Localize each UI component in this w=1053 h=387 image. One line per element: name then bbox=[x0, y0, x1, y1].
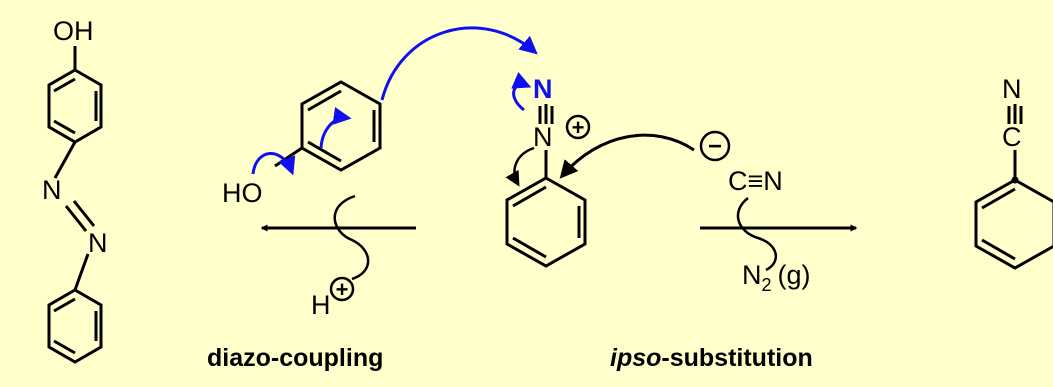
ipso-substitution-label: ipso-substitution bbox=[610, 344, 813, 372]
nitrogen-symbol: N bbox=[742, 260, 762, 290]
azo-n-top: N bbox=[42, 175, 62, 205]
azo-n-bottom: N bbox=[88, 228, 108, 258]
cyanide-attack-arrow bbox=[559, 133, 695, 179]
azo-bottom-ring bbox=[47, 288, 103, 364]
diazonium-n-terminal: N bbox=[533, 74, 553, 104]
cyanide-charge-sign: − bbox=[708, 133, 722, 160]
ipso-prefix: ipso bbox=[610, 344, 661, 372]
phenol-ho-label: HO bbox=[222, 178, 263, 208]
ipso-suffix: -substitution bbox=[661, 344, 812, 372]
ring-attack-arrow bbox=[380, 26, 538, 101]
benzonitrile-molecule bbox=[974, 104, 1053, 270]
nitrogen-state: (g) bbox=[778, 260, 811, 290]
proton-charge: + bbox=[329, 276, 355, 302]
diazo-coupling-label: diazo-coupling bbox=[207, 344, 383, 372]
azo-oh-label: OH bbox=[53, 16, 94, 46]
nitrogen-loss-curl bbox=[736, 197, 778, 272]
proton-symbol: H bbox=[311, 290, 331, 320]
proton-charge-sign: + bbox=[336, 277, 349, 302]
azo-dye-molecule bbox=[47, 46, 103, 364]
benzonitrile-ipso-dot bbox=[1011, 176, 1019, 184]
cyanide-formula: C≡N bbox=[728, 166, 783, 196]
benzonitrile-ring bbox=[974, 178, 1053, 270]
diazonium-molecule bbox=[505, 104, 587, 268]
bond-cleavage-arrow bbox=[505, 146, 535, 187]
benzonitrile-n: N bbox=[1002, 74, 1022, 104]
benzonitrile-c: C bbox=[1002, 122, 1022, 152]
phenol-ring bbox=[300, 80, 382, 172]
nitrogen-gas: N2 (g) bbox=[742, 260, 811, 295]
diazonium-n-central: N bbox=[533, 122, 553, 152]
azo-top-ring bbox=[47, 68, 103, 144]
diazonium-positive-charge: + bbox=[565, 114, 591, 140]
oxygen-push-arrow bbox=[251, 152, 296, 176]
cyanide-negative-charge: − bbox=[699, 130, 731, 162]
diazonium-ring bbox=[505, 176, 587, 268]
triple-bond-curl-arrow bbox=[511, 72, 532, 112]
ring-shift-arrow bbox=[319, 107, 352, 149]
diazonium-charge-sign: + bbox=[572, 115, 585, 140]
proton-loss-curl bbox=[333, 194, 370, 281]
nitrogen-subscript: 2 bbox=[762, 275, 772, 295]
